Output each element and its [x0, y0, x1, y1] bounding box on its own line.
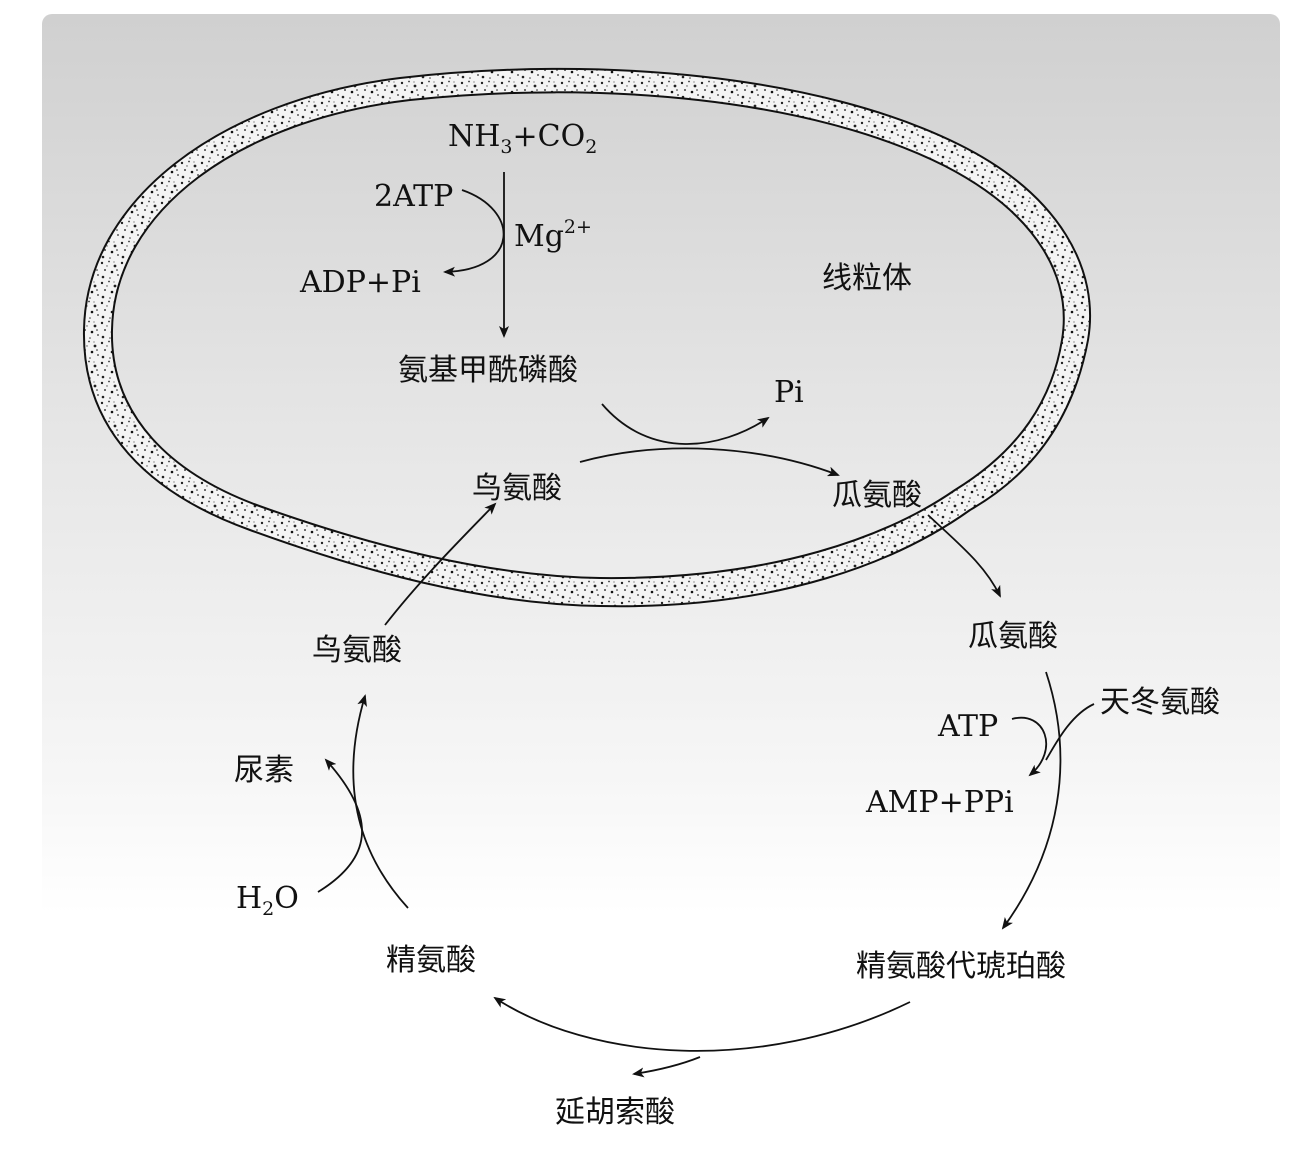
carbamoyl-to-pi-arrow — [601, 403, 770, 445]
label-adp-pi: ADP+Pi — [299, 265, 421, 300]
label-pi: Pi — [774, 375, 804, 410]
label-ornithine-inside: 鸟氨酸 — [472, 471, 562, 506]
atp-to-adp-arrow — [443, 189, 505, 277]
citrulline-to-argininosuccinate-arrow — [1001, 671, 1062, 930]
label-ornithine-outside: 鸟氨酸 — [312, 633, 402, 668]
aspartate-in-arrow — [1045, 703, 1095, 761]
h2o-to-urea-arrow — [317, 758, 363, 893]
mitochondrion-membrane — [82, 67, 1092, 608]
arginine-to-ornithine-arrow — [352, 694, 409, 909]
citrulline-export-arrow — [927, 514, 1001, 598]
label-nh3-co2: NH3+CO2 — [448, 119, 597, 158]
label-citrulline-inside: 瓜氨酸 — [832, 478, 922, 513]
label-h2o: H2O — [236, 881, 299, 920]
ornithine-to-citrulline-arrow — [579, 447, 840, 477]
to-fumarate-arrow — [632, 1056, 701, 1078]
label-mitochondrion: 线粒体 — [822, 261, 912, 296]
label-carbamoyl-phosphate: 氨基甲酰磷酸 — [398, 353, 578, 388]
label-fumarate: 延胡索酸 — [555, 1095, 675, 1130]
label-2atp: 2ATP — [374, 179, 453, 214]
argininosuccinate-to-arginine-arrow — [493, 996, 911, 1052]
label-argininosuccinate: 精氨酸代琥珀酸 — [856, 949, 1066, 984]
label-amp-ppi: AMP+PPi — [865, 785, 1014, 820]
label-mg: Mg2+ — [514, 216, 592, 254]
label-aspartate: 天冬氨酸 — [1100, 685, 1220, 720]
label-atp: ATP — [937, 709, 998, 744]
label-citrulline-outside: 瓜氨酸 — [968, 619, 1058, 654]
label-urea: 尿素 — [234, 753, 294, 788]
atp-to-amp-arrow — [1011, 716, 1048, 777]
ornithine-import-arrow — [384, 502, 497, 626]
label-arginine: 精氨酸 — [386, 943, 476, 978]
